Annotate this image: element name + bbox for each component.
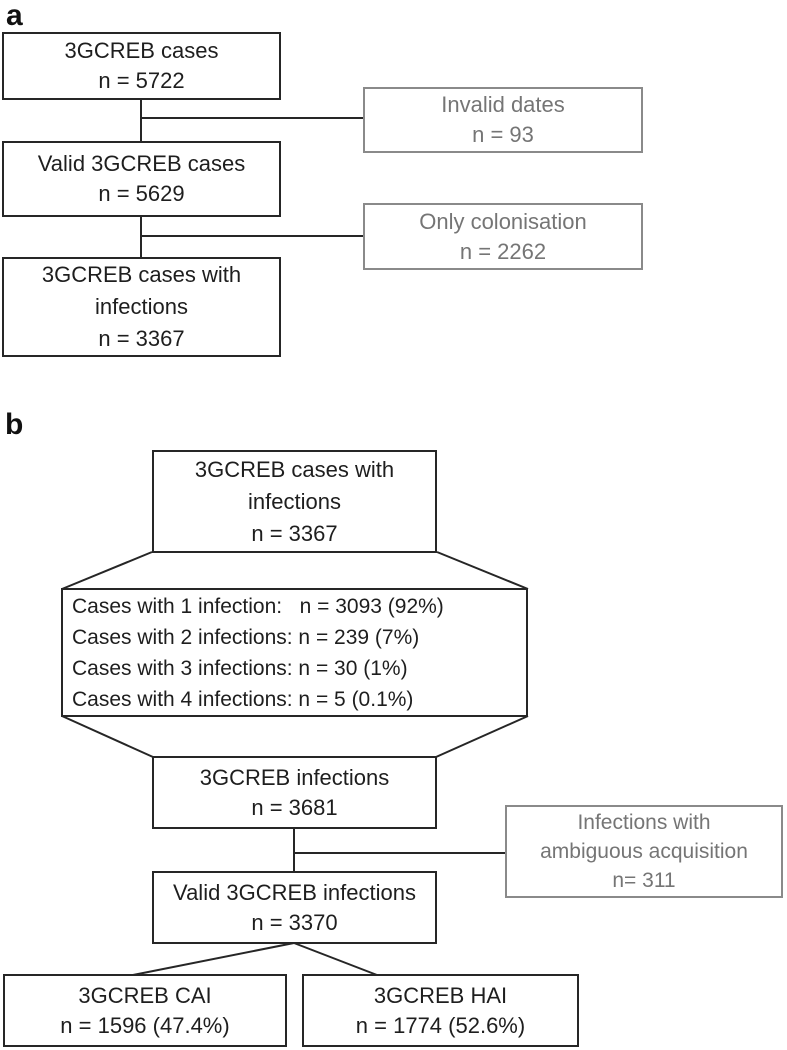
- box-valid-3gcreb-infections: Valid 3GCREB infections n = 3370: [152, 871, 437, 944]
- box-3gcreb-hai-n: n = 1774 (52.6%): [355, 1012, 526, 1038]
- box-only-colonisation-n: n = 2262: [459, 238, 547, 264]
- box-valid-3gcreb-infections-n: n = 3370: [251, 909, 338, 935]
- box-cases-with-infections-b-n: n = 3367: [251, 520, 338, 546]
- box-valid-3gcreb-cases-n: n = 5629: [98, 181, 185, 206]
- box-3gcreb-cases-title: 3GCREB cases: [64, 38, 219, 63]
- box-cases-with-infections-a: 3GCREB cases with infections n = 3367: [2, 257, 281, 357]
- box-only-colonisation: Only colonisation n = 2262: [363, 203, 643, 270]
- box-cases-with-infections-b-line1: 3GCREB cases with: [194, 456, 395, 482]
- breakdown-line-4-infections: Cases with 4 infections: n = 5 (0.1%): [72, 687, 414, 711]
- box-3gcreb-infections: 3GCREB infections n = 3681: [152, 756, 437, 829]
- panel-b-label: b: [5, 408, 24, 441]
- box-invalid-dates-n: n = 93: [472, 122, 534, 147]
- panel-a-label: a: [6, 0, 23, 32]
- box-valid-3gcreb-cases-title: Valid 3GCREB cases: [37, 151, 246, 176]
- box-invalid-dates-title: Invalid dates: [441, 92, 565, 117]
- box-only-colonisation-title: Only colonisation: [419, 208, 587, 234]
- box-cases-with-infections-a-line2: infections: [95, 294, 188, 319]
- box-ambiguous-acquisition-line1: Infections with: [577, 811, 711, 834]
- box-cases-with-infections-b: 3GCREB cases with infections n = 3367: [152, 450, 437, 553]
- breakdown-line-1-infection: Cases with 1 infection: n = 3093 (92%): [72, 594, 444, 618]
- box-cases-with-infections-a-line1: 3GCREB cases with: [41, 262, 242, 287]
- breakdown-line-3-infections: Cases with 3 infections: n = 30 (1%): [72, 656, 408, 680]
- box-invalid-dates: Invalid dates n = 93: [363, 87, 643, 153]
- box-ambiguous-acquisition-line2: ambiguous acquisition: [540, 840, 748, 863]
- box-3gcreb-infections-title: 3GCREB infections: [199, 764, 390, 790]
- box-3gcreb-cai-n: n = 1596 (47.4%): [60, 1012, 230, 1038]
- box-infection-breakdown: Cases with 1 infection: n = 3093 (92%) C…: [61, 588, 528, 717]
- box-valid-3gcreb-cases: Valid 3GCREB cases n = 5629: [2, 141, 281, 217]
- box-cases-with-infections-a-n: n = 3367: [98, 326, 185, 351]
- box-3gcreb-infections-n: n = 3681: [251, 794, 338, 820]
- box-3gcreb-cai-title: 3GCREB CAI: [78, 982, 212, 1008]
- box-3gcreb-hai: 3GCREB HAI n = 1774 (52.6%): [302, 974, 579, 1047]
- box-3gcreb-cases: 3GCREB cases n = 5722: [2, 32, 281, 100]
- box-valid-3gcreb-infections-title: Valid 3GCREB infections: [173, 879, 416, 905]
- box-ambiguous-acquisition: Infections with ambiguous acquisition n=…: [505, 805, 783, 898]
- box-cases-with-infections-b-line2: infections: [248, 488, 341, 514]
- box-ambiguous-acquisition-n: n= 311: [612, 869, 676, 892]
- box-3gcreb-cai: 3GCREB CAI n = 1596 (47.4%): [3, 974, 287, 1047]
- box-3gcreb-cases-n: n = 5722: [98, 68, 185, 93]
- box-3gcreb-hai-title: 3GCREB HAI: [373, 982, 508, 1008]
- breakdown-line-2-infections: Cases with 2 infections: n = 239 (7%): [72, 625, 420, 649]
